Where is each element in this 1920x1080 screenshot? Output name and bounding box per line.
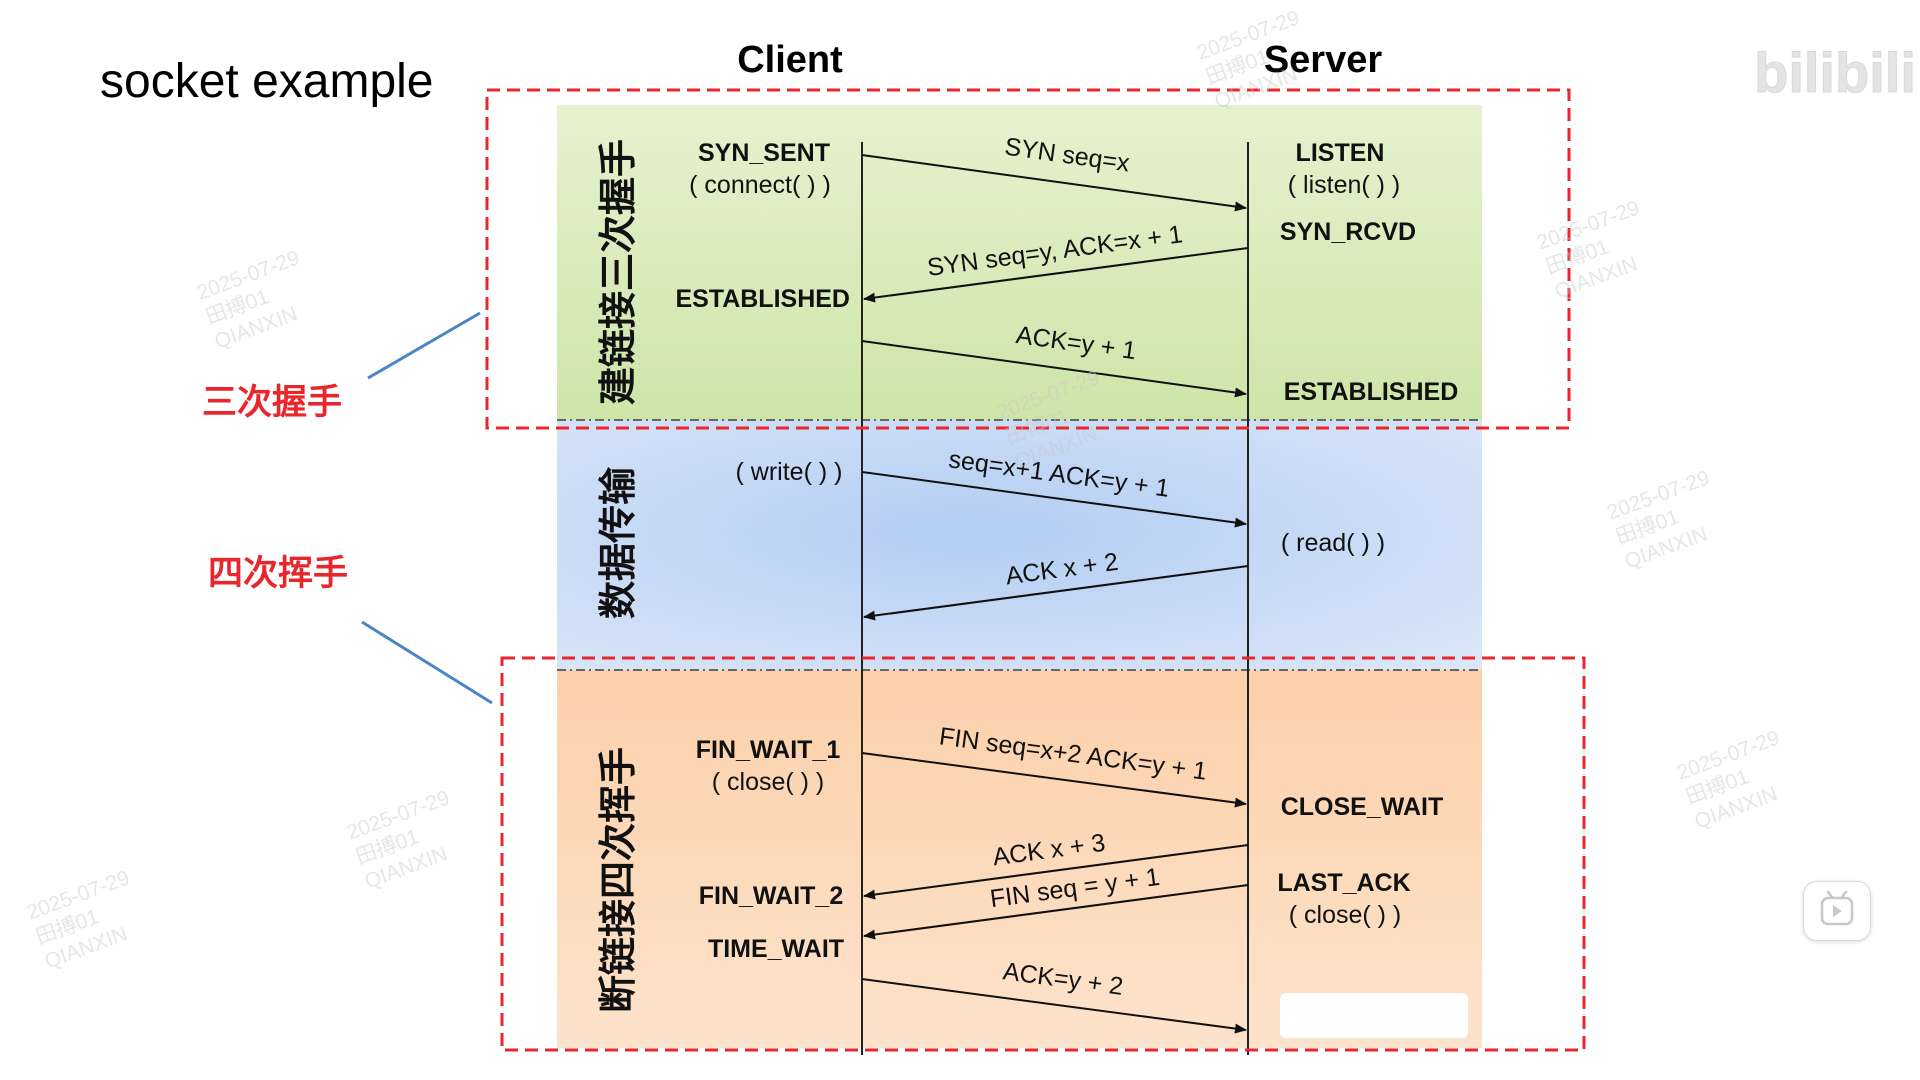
client-state: TIME_WAIT [708,935,844,963]
message-arrow-line [863,565,1249,621]
client-state: FIN_WAIT_2 [699,882,843,910]
play-icon [1820,890,1854,926]
message-arrow-line [861,471,1247,528]
message-arrow-line [861,340,1247,398]
client-call: ( close( ) ) [712,768,825,796]
page-title: socket example [100,55,434,108]
client-call: ( write( ) ) [736,458,843,486]
phase-label: 数据传输 [598,466,640,619]
server-state: ESTABLISHED [1284,378,1459,406]
play-button[interactable] [1803,881,1871,941]
server-state: CLOSE_WAIT [1281,793,1444,821]
handshake-annotation: 三次握手 [202,383,342,422]
client-state: FIN_WAIT_1 [696,736,841,764]
message-arrow-line [861,752,1247,808]
client-state: SYN_SENT [698,139,830,167]
server-call: ( read( ) ) [1281,529,1385,557]
server-state: LAST_ACK [1277,869,1410,897]
phase-background-handshake [557,105,1482,420]
wave-annotation: 四次挥手 [208,554,348,593]
handshake-connector-line [367,311,481,380]
server-call: ( close( ) ) [1289,901,1402,929]
message-arrow-line [861,978,1247,1034]
phase-label: 断链接四次挥手 [598,747,640,1013]
client-state: ESTABLISHED [675,285,850,313]
server-state: LISTEN [1296,139,1385,167]
server-header: Server [1264,39,1383,81]
bilibili-logo: bilibili [1754,41,1916,104]
phase-label: 建链接三次握手 [598,139,640,405]
wave-highlight-box [500,656,1586,1052]
wave-connector-line [361,620,493,705]
client-call: ( connect( ) ) [689,171,831,199]
client-header: Client [737,39,843,81]
phase-background-teardown [557,670,1482,1048]
message-arrow-line [863,844,1249,900]
server-state: SYN_RCVD [1280,218,1416,246]
phase-background-data [557,420,1482,670]
server-call: ( listen( ) ) [1288,171,1401,199]
message-arrow-line [863,247,1249,303]
message-arrow-line [863,884,1249,940]
handshake-highlight-box [485,88,1571,430]
message-arrow-line [861,154,1247,212]
blank-patch [1280,993,1468,1038]
